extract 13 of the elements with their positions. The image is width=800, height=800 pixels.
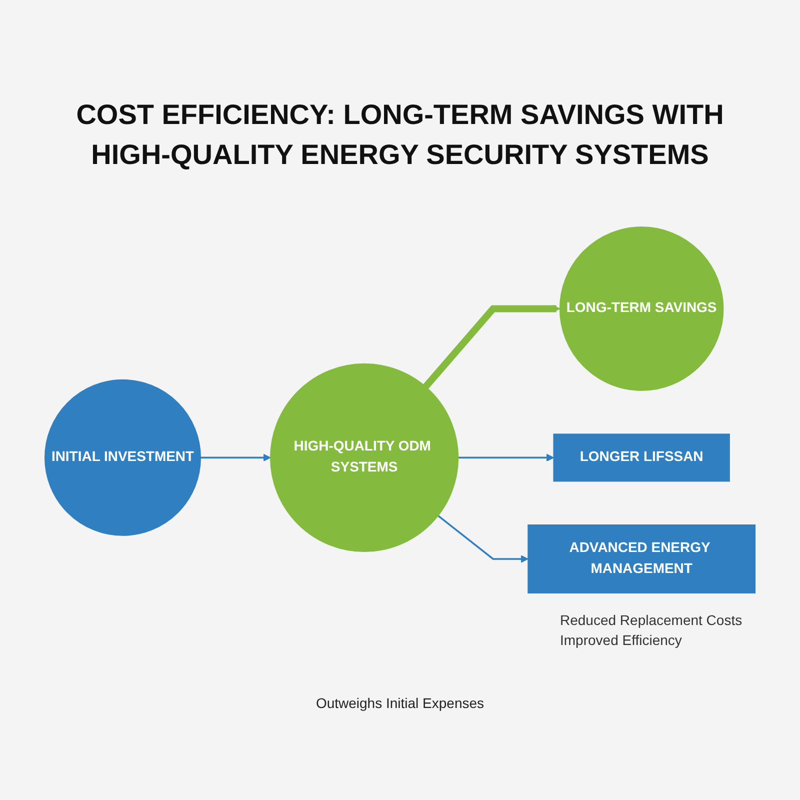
arrow xyxy=(438,515,528,563)
node-circle: LONG-TERM SAVINGS xyxy=(559,226,724,391)
node-circle: HIGH-QUALITY ODM SYSTEMS xyxy=(270,363,459,552)
note-text: Outweighs Initial Expenses xyxy=(314,695,486,711)
node-box: LONGER LIFSSAN xyxy=(553,434,730,482)
arrow xyxy=(423,304,560,389)
note-text: Improved Efficiency xyxy=(560,631,683,650)
arrow xyxy=(200,454,271,462)
node-circle: INITIAL INVESTMENT xyxy=(44,379,202,536)
note-text: Reduced Replacement Costs xyxy=(560,611,742,630)
node-box: ADVANCED ENERGY MANAGEMENT xyxy=(528,524,756,594)
title: COST EFFICIENCY: LONG-TERM SAVINGS WITH HIGH-QUALITY ENERGY SECURITY SYSTEMS xyxy=(75,98,725,172)
arrow xyxy=(458,454,554,462)
